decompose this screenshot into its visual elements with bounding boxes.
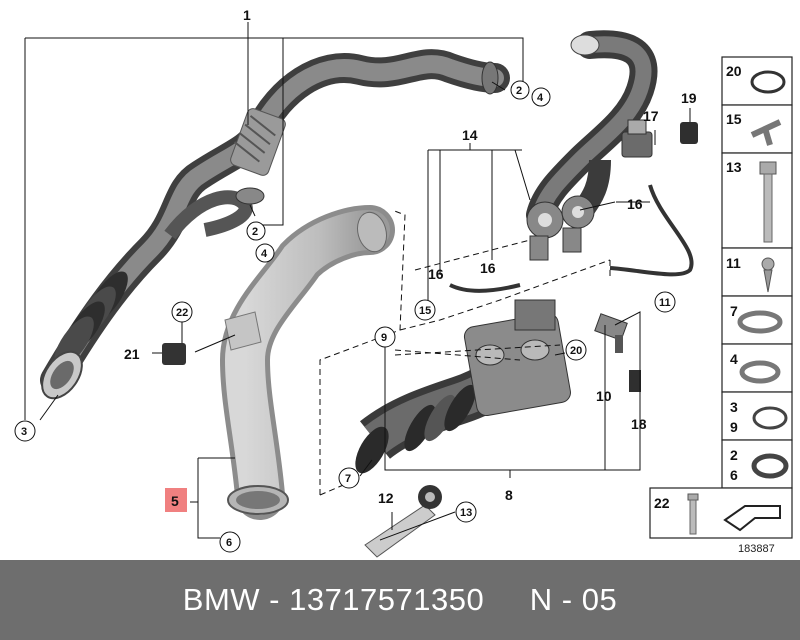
callout-4-mid: 4: [261, 248, 268, 260]
callout-21: 21: [124, 346, 140, 362]
charge-air-pipe-upper: [40, 49, 510, 400]
callout-20: 20: [570, 345, 582, 357]
callout-1: 1: [243, 7, 251, 23]
callout-19: 19: [681, 90, 697, 106]
callout-10: 10: [596, 388, 612, 404]
footer-bar: BMW - 13717571350 N - 05: [0, 560, 800, 640]
callout-8: 8: [505, 487, 513, 503]
callout-11: 11: [659, 297, 671, 309]
screw-icon: [761, 257, 775, 293]
callout-16-right: 16: [627, 196, 643, 212]
callout-14: 14: [462, 127, 478, 143]
charge-air-pipe-middle: [219, 205, 395, 520]
legend-label-11: 11: [726, 255, 741, 271]
callout-9: 9: [381, 332, 387, 344]
legend-label-9: 9: [730, 419, 738, 435]
callout-4-top: 4: [537, 92, 544, 104]
legend-label-20: 20: [726, 63, 742, 79]
seal-ring-icon: [752, 406, 788, 430]
callout-16-mid: 16: [480, 260, 496, 276]
intake-assembly: [355, 299, 571, 474]
legend-label-22: 22: [654, 495, 670, 511]
callout-15: 15: [419, 305, 431, 317]
legend-label-2: 2: [730, 447, 738, 463]
legend-label-7: 7: [730, 303, 738, 319]
legend-label-3: 3: [730, 399, 738, 415]
highlight-box-5: [165, 488, 187, 512]
legend-label-6: 6: [730, 467, 738, 483]
callout-16-left: 16: [428, 266, 444, 282]
bracket-12: [364, 485, 442, 558]
part-number-label: BMW - 13717571350 N - 05: [182, 582, 618, 617]
o-ring-icon: [750, 70, 786, 94]
holder-21: [162, 343, 186, 365]
sensor-10: [594, 313, 628, 353]
callout-6: 6: [226, 537, 232, 549]
spring-clamp-icon: [739, 360, 781, 384]
callout-3: 3: [21, 426, 27, 438]
callout-13: 13: [460, 507, 472, 519]
hex-bolt-icon: [759, 161, 777, 243]
bracket-icon: [723, 505, 781, 532]
bolt-icon: [687, 493, 699, 535]
sensor-18: [629, 370, 641, 392]
legend-label-15: 15: [726, 111, 742, 127]
callout-12: 12: [378, 490, 394, 506]
legend-label-4: 4: [730, 351, 738, 367]
hose-clamp-icon: [737, 310, 783, 334]
callout-22: 22: [176, 307, 188, 319]
callout-5: 5: [171, 493, 179, 509]
parts-diagram: 1 2 4 2 4 3 5 6 7 8 9 10 11 12 13 14 15 …: [14, 7, 793, 558]
callout-labels: 1 2 4 2 4 3 5 6 7 8 9 10 11 12 13 14 15 …: [14, 7, 697, 553]
callout-2-mid: 2: [252, 226, 258, 238]
leader-lines: [24, 22, 691, 541]
callout-17: 17: [643, 108, 659, 124]
diagram-id: 183887: [738, 543, 775, 555]
thick-seal-ring-icon: [751, 453, 789, 479]
callout-18: 18: [631, 416, 647, 432]
legend-panel: 20 15 13 11 7 4 3 9 2 6 22: [649, 56, 793, 539]
vacuum-hose-assembly: [449, 30, 698, 293]
callout-7: 7: [345, 473, 351, 485]
tee-connector-icon: [750, 119, 782, 146]
callout-2-top: 2: [516, 85, 522, 97]
legend-label-13: 13: [726, 159, 742, 175]
